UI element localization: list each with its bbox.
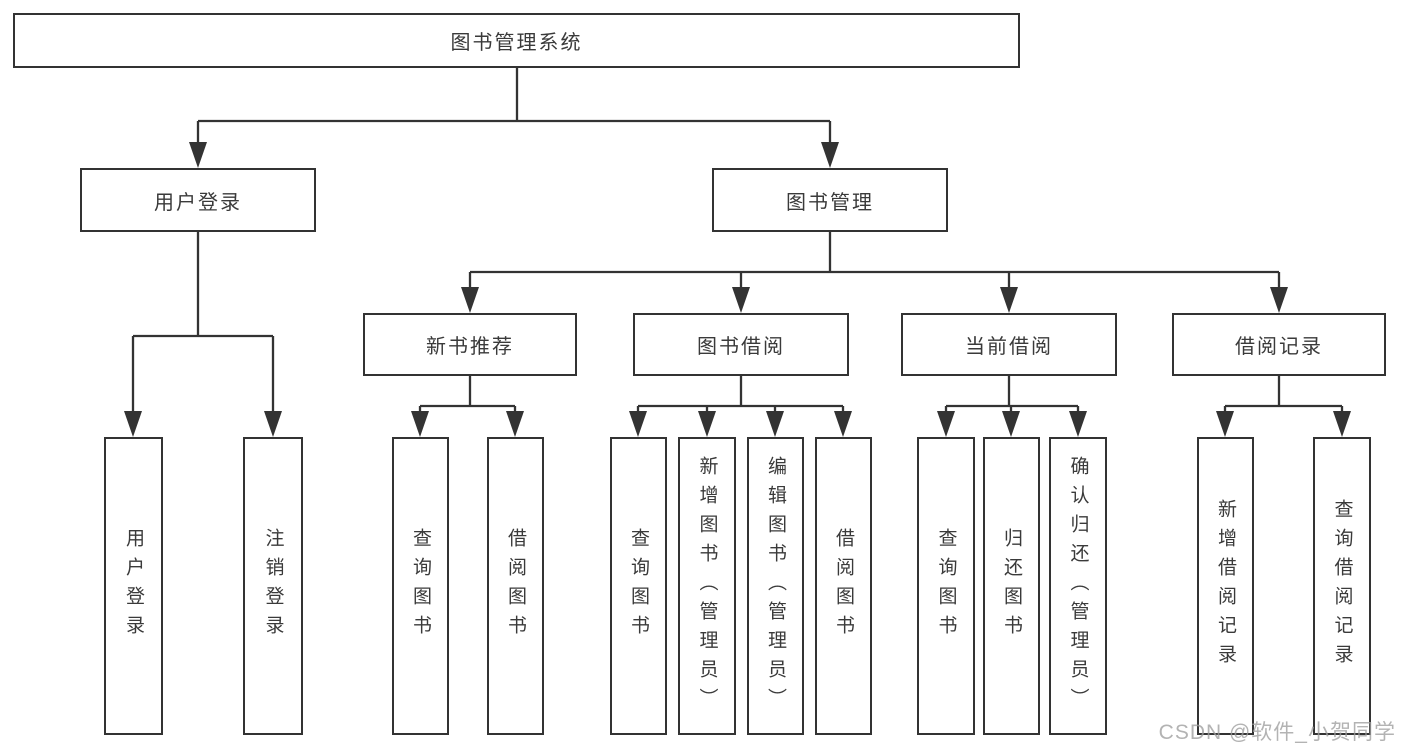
node-leaf-bb-edit-book-admin: 编辑图书（管理员） <box>747 437 804 735</box>
node-leaf-cb-query-book: 查询图书 <box>917 437 975 735</box>
node-leaf-bb-query-book: 查询图书 <box>610 437 667 735</box>
node-label: 归还图书 <box>1001 528 1022 644</box>
node-label: 借阅图书 <box>833 528 854 644</box>
node-leaf-bb-add-book-admin: 新增图书（管理员） <box>678 437 736 735</box>
edges-book-borrow-to-leaves <box>629 376 852 437</box>
node-label: 新书推荐 <box>426 336 514 358</box>
node-book-borrow: 图书借阅 <box>633 313 849 376</box>
edges-borrow-record-to-leaves <box>1216 376 1351 437</box>
node-label: 查询图书 <box>628 528 649 644</box>
edges-current-borrow-to-leaves <box>937 376 1087 437</box>
node-label: 用户登录 <box>154 191 242 214</box>
node-label: 借阅记录 <box>1235 336 1323 358</box>
csdn-watermark: CSDN @软件_小贺同学 <box>1158 721 1396 744</box>
node-root-library-system: 图书管理系统 <box>13 13 1020 68</box>
node-book-management: 图书管理 <box>712 168 948 232</box>
node-label: 查询借阅记录 <box>1331 499 1353 673</box>
edges-user-login-to-leaves <box>124 232 282 437</box>
node-leaf-br-add-record: 新增借阅记录 <box>1197 437 1254 735</box>
edges-root-to-level2 <box>189 68 839 168</box>
node-current-borrow: 当前借阅 <box>901 313 1117 376</box>
node-leaf-cb-return-book: 归还图书 <box>983 437 1040 735</box>
node-label: 确认归还（管理员） <box>1067 455 1089 717</box>
node-label: 图书管理系统 <box>450 32 583 54</box>
node-label: 用户登录 <box>123 528 144 644</box>
node-leaf-nbr-borrow-book: 借阅图书 <box>487 437 544 735</box>
node-new-book-recommend: 新书推荐 <box>363 313 577 376</box>
node-label: 图书管理 <box>786 191 874 214</box>
edges-book-mgmt-to-level3 <box>461 232 1288 313</box>
node-label: 新增借阅记录 <box>1215 499 1236 673</box>
node-leaf-bb-borrow-book: 借阅图书 <box>815 437 872 735</box>
node-label: 编辑图书（管理员） <box>765 455 786 717</box>
node-label: 当前借阅 <box>965 336 1053 358</box>
node-borrow-record: 借阅记录 <box>1172 313 1386 376</box>
node-label: 借阅图书 <box>505 528 526 644</box>
node-label: 新增图书（管理员） <box>696 455 718 717</box>
node-leaf-user-login: 用户登录 <box>104 437 163 735</box>
node-leaf-cb-confirm-return-admin: 确认归还（管理员） <box>1049 437 1107 735</box>
node-leaf-br-query-record: 查询借阅记录 <box>1313 437 1371 735</box>
node-label: 图书借阅 <box>697 336 785 358</box>
node-user-login: 用户登录 <box>80 168 316 232</box>
node-leaf-logout: 注销登录 <box>243 437 303 735</box>
node-leaf-nbr-query-book: 查询图书 <box>392 437 449 735</box>
node-label: 查询图书 <box>935 528 957 644</box>
node-label: 查询图书 <box>410 528 431 644</box>
node-label: 注销登录 <box>262 528 284 644</box>
edges-new-book-rec-to-leaves <box>411 376 524 437</box>
